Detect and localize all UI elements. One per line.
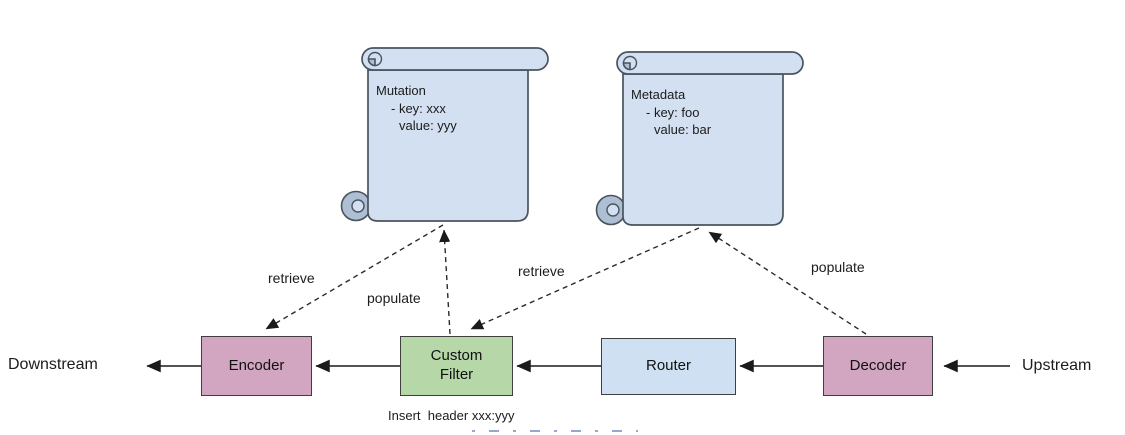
- downstream-label: Downstream: [8, 356, 98, 373]
- node-decoder-label: Decoder: [849, 356, 907, 374]
- edge-label-retrieve-filter: retrieve: [518, 263, 565, 279]
- node-encoder-label: Encoder: [228, 356, 285, 374]
- metadata-scroll-shape: [595, 51, 804, 226]
- node-custom-filter: Custom Filter: [400, 336, 513, 396]
- edge-label-populate-decoder: populate: [811, 259, 865, 275]
- node-custom-filter-label: Custom Filter: [430, 347, 483, 383]
- metadata-scroll-text: Metadata - key: foo value: bar: [631, 86, 711, 139]
- metadata-title: Metadata: [631, 87, 686, 102]
- metadata-key-line: - key: foo: [646, 104, 700, 120]
- node-decoder: Decoder: [823, 336, 933, 396]
- metadata-value-line: value: bar: [654, 122, 712, 137]
- node-router: Router: [601, 338, 736, 395]
- filter-to-mutation-populate-arrow: [439, 229, 451, 335]
- decoder-to-metadata-populate-arrow: [708, 231, 867, 335]
- mutation-to-encoder-retrieve-arrow: [265, 224, 444, 330]
- mutation-scroll-shape: [340, 47, 549, 222]
- node-router-label: Router: [645, 357, 692, 375]
- filter-caption: Insert header xxx:yyy: [388, 408, 515, 423]
- edge-label-populate-filter: populate: [367, 290, 421, 306]
- node-encoder: Encoder: [201, 336, 312, 396]
- mutation-title: Mutation: [376, 83, 426, 98]
- edge-label-retrieve-encoder: retrieve: [268, 270, 315, 286]
- mutation-scroll-text: Mutation - key: xxx value: yyy: [376, 82, 457, 135]
- metadata-to-filter-retrieve-arrow: [470, 227, 700, 330]
- upstream-label: Upstream: [1022, 357, 1092, 374]
- mutation-key-line: - key: xxx: [391, 100, 446, 116]
- mutation-value-line: value: yyy: [399, 118, 457, 133]
